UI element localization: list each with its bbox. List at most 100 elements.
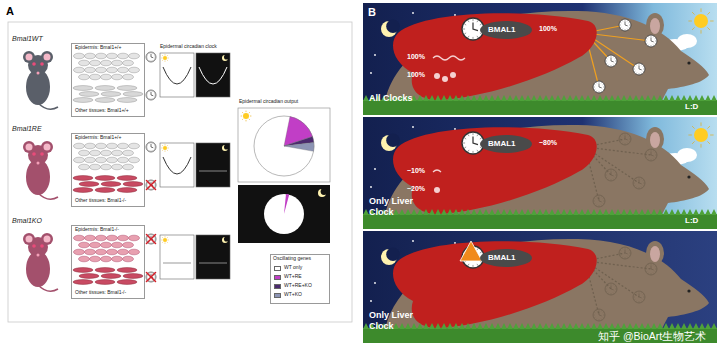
figure-panel: BAll ClocksBMAL1100%100%100%L:DOnly Live… xyxy=(363,3,717,346)
clock-tick xyxy=(154,96,156,97)
sun-ray xyxy=(161,148,162,149)
clock-tick xyxy=(146,57,148,58)
legend-swatch xyxy=(274,266,281,271)
clock-tick xyxy=(154,185,156,186)
star xyxy=(370,186,372,188)
epidermis-cell xyxy=(74,143,85,149)
mouse-ear-inner xyxy=(650,18,660,34)
clock-tick xyxy=(606,58,608,60)
clock-face xyxy=(633,177,645,189)
tissue-fibre xyxy=(79,182,99,187)
node-heading: Epidermal circadian output xyxy=(239,99,298,105)
sun-ray xyxy=(701,8,702,12)
clock-tick xyxy=(642,66,644,68)
epidermis-cell xyxy=(123,164,134,170)
clock-tick xyxy=(620,250,622,252)
protein-blob xyxy=(480,135,532,153)
epidermis-cell xyxy=(123,242,134,248)
clock-tick xyxy=(601,204,603,206)
clock-tick xyxy=(152,53,153,55)
epidermis-cell xyxy=(101,256,112,262)
clock-tick xyxy=(594,198,596,200)
moon-shadow xyxy=(224,54,229,59)
mrna-wave xyxy=(433,170,441,172)
clock-tick xyxy=(622,134,624,136)
tissue-fibre xyxy=(117,280,137,285)
clock-tick xyxy=(622,142,624,144)
moon-icon xyxy=(222,54,229,61)
clock-icon xyxy=(146,52,156,62)
clock-tick xyxy=(480,138,482,140)
sun-ray xyxy=(701,122,702,126)
mouse-ear xyxy=(646,127,664,151)
tissue-fibre xyxy=(117,268,137,273)
clock-face xyxy=(619,247,631,259)
clock-tick xyxy=(606,172,608,174)
epidermis-cell xyxy=(118,53,129,59)
clock-face xyxy=(146,272,156,282)
clock-tick xyxy=(611,179,612,180)
clock-face xyxy=(593,195,605,207)
clock-chart xyxy=(160,53,230,97)
epidermis-cell xyxy=(90,74,101,80)
sun-ray xyxy=(692,126,694,128)
sun-ray xyxy=(162,149,164,151)
clock-tick xyxy=(151,90,152,92)
epidermis-cell xyxy=(129,157,140,163)
clock-tick xyxy=(627,142,629,144)
clock-tick xyxy=(154,92,156,93)
node-heading: Epidermis: Bmal1-/- xyxy=(74,227,120,233)
clock-tick xyxy=(154,277,156,278)
sun-icon xyxy=(688,8,713,33)
clock-hands xyxy=(639,65,642,70)
clock-tick xyxy=(606,289,607,290)
star xyxy=(370,72,372,74)
watermark: 知乎 @BioArt生物艺术 xyxy=(598,330,706,342)
clock-tick xyxy=(642,71,644,73)
sun-ray xyxy=(707,12,709,14)
sun-disc xyxy=(163,146,167,150)
epidermis-cell xyxy=(85,235,96,241)
clock-icon xyxy=(633,63,645,75)
clock-tick xyxy=(606,286,608,288)
clock-tick xyxy=(642,185,644,187)
mouse-eye xyxy=(40,152,44,156)
moon-shadow xyxy=(224,236,229,241)
legend-swatch xyxy=(274,275,281,280)
star xyxy=(412,12,414,14)
sun-ray xyxy=(692,27,694,29)
sun-ray xyxy=(707,27,709,29)
node-text: BMAL1 xyxy=(488,253,516,262)
clock-tick xyxy=(147,148,149,149)
clock-tick xyxy=(646,266,648,268)
grass-blades xyxy=(363,209,717,215)
night-panel xyxy=(196,235,230,279)
epidermis-cell xyxy=(118,157,129,163)
tissue-fibre xyxy=(117,176,137,181)
clock-tick xyxy=(636,292,638,294)
epidermis-cell xyxy=(129,249,140,255)
node-text: ~80% xyxy=(539,139,557,147)
epidermis-cell xyxy=(112,164,123,170)
clock-tick xyxy=(473,151,474,153)
clock-tick xyxy=(639,187,640,188)
grass-blades xyxy=(363,95,717,101)
clock-tick xyxy=(629,25,630,26)
clock-tick xyxy=(643,69,644,70)
clock-tick xyxy=(646,43,648,45)
rhythm-curve xyxy=(199,263,227,264)
clock-tick xyxy=(606,175,607,176)
clock-tick xyxy=(611,284,612,285)
output-box: Epidermal circadian output xyxy=(238,98,330,248)
clock-tick xyxy=(648,264,650,266)
clock-tick xyxy=(639,292,640,293)
sky xyxy=(363,231,717,343)
clock-tick xyxy=(601,318,603,320)
sun-ray xyxy=(707,126,709,128)
node-text: BMAL1 xyxy=(488,25,516,34)
clock-hands xyxy=(651,265,654,270)
clock-tick xyxy=(602,317,604,319)
epidermis-cell xyxy=(96,67,107,73)
clock-icon xyxy=(605,283,617,295)
